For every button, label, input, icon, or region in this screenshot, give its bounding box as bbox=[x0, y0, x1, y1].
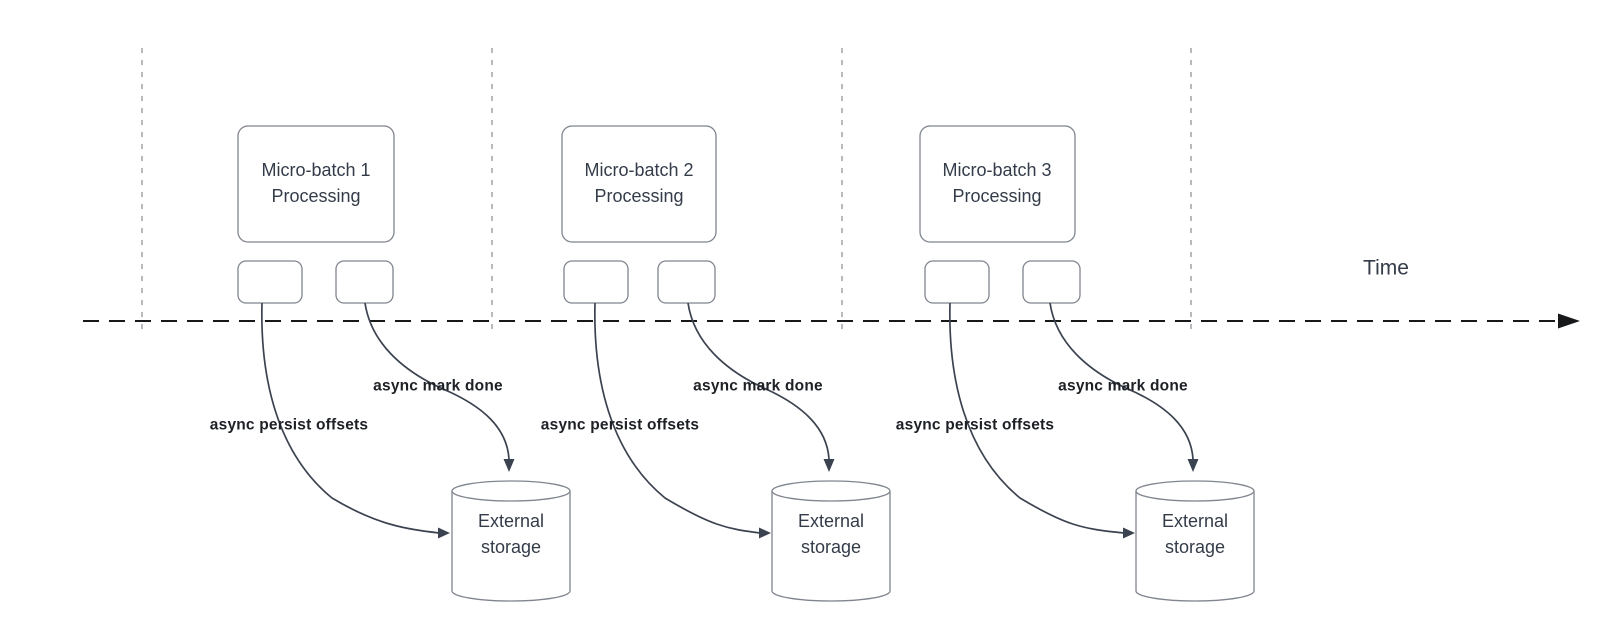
persist-offsets-arrowhead-icon bbox=[759, 527, 771, 539]
external-storage-label-line2: storage bbox=[481, 537, 541, 557]
done-task-box bbox=[335, 260, 394, 304]
persist-offsets-label: async persist offsets bbox=[896, 417, 1054, 434]
done-task-box bbox=[1022, 260, 1081, 304]
offset-task-box bbox=[237, 260, 303, 304]
micro-batch-title-line1: Micro-batch 2 bbox=[584, 160, 693, 180]
cylinder-body bbox=[451, 491, 571, 602]
micro-batch-title-line2: Processing bbox=[952, 186, 1041, 206]
cylinder-body bbox=[771, 491, 891, 602]
mark-done-arrowhead-icon bbox=[1187, 459, 1199, 472]
mark-done-arrow bbox=[364, 302, 510, 460]
persist-offsets-arrow bbox=[594, 302, 761, 534]
external-storage-label-line1: External bbox=[1162, 511, 1228, 531]
micro-batch-box bbox=[237, 125, 395, 243]
done-task-box bbox=[657, 260, 716, 304]
micro-batch-box bbox=[561, 125, 717, 243]
external-storage-label-line2: storage bbox=[801, 537, 861, 557]
mark-done-arrowhead-icon bbox=[823, 459, 835, 472]
persist-offsets-arrowhead-icon bbox=[438, 527, 450, 539]
offset-task-box bbox=[924, 260, 990, 304]
cylinder-top bbox=[1135, 480, 1255, 502]
external-storage-label-line2: storage bbox=[1165, 537, 1225, 557]
persist-offsets-label: async persist offsets bbox=[210, 417, 368, 434]
micro-batch-title-line2: Processing bbox=[594, 186, 683, 206]
offset-task-box bbox=[563, 260, 629, 304]
external-storage-cylinder: External storage bbox=[771, 480, 891, 602]
persist-offsets-arrow bbox=[261, 302, 440, 534]
time-axis: Time bbox=[83, 257, 1580, 329]
persist-offsets-arrow bbox=[949, 302, 1125, 534]
time-axis-arrowhead-icon bbox=[1558, 313, 1580, 329]
persist-offsets-arrowhead-icon bbox=[1123, 527, 1135, 539]
persist-offsets-label: async persist offsets bbox=[541, 417, 699, 434]
micro-batch-title-line1: Micro-batch 1 bbox=[261, 160, 370, 180]
micro-batch-box bbox=[919, 125, 1076, 243]
mark-done-label: async mark done bbox=[373, 378, 503, 395]
micro-batch-title-line1: Micro-batch 3 bbox=[942, 160, 1051, 180]
mark-done-arrow bbox=[687, 302, 830, 460]
external-storage-label-line1: External bbox=[478, 511, 544, 531]
cylinder-top bbox=[451, 480, 571, 502]
micro-batch-group-1: Micro-batch 1 Processing async persist o… bbox=[210, 125, 571, 602]
mark-done-arrowhead-icon bbox=[503, 459, 515, 472]
micro-batch-group-2: Micro-batch 2 Processing async persist o… bbox=[541, 125, 891, 602]
mark-done-label: async mark done bbox=[1058, 378, 1188, 395]
cylinder-body bbox=[1135, 491, 1255, 602]
cylinder-top bbox=[771, 480, 891, 502]
external-storage-cylinder: External storage bbox=[451, 480, 571, 602]
micro-batch-group-3: Micro-batch 3 Processing async persist o… bbox=[896, 125, 1255, 602]
mark-done-label: async mark done bbox=[693, 378, 823, 395]
mark-done-arrow bbox=[1049, 302, 1194, 460]
external-storage-label-line1: External bbox=[798, 511, 864, 531]
time-axis-label: Time bbox=[1363, 257, 1409, 280]
micro-batch-title-line2: Processing bbox=[271, 186, 360, 206]
external-storage-cylinder: External storage bbox=[1135, 480, 1255, 602]
